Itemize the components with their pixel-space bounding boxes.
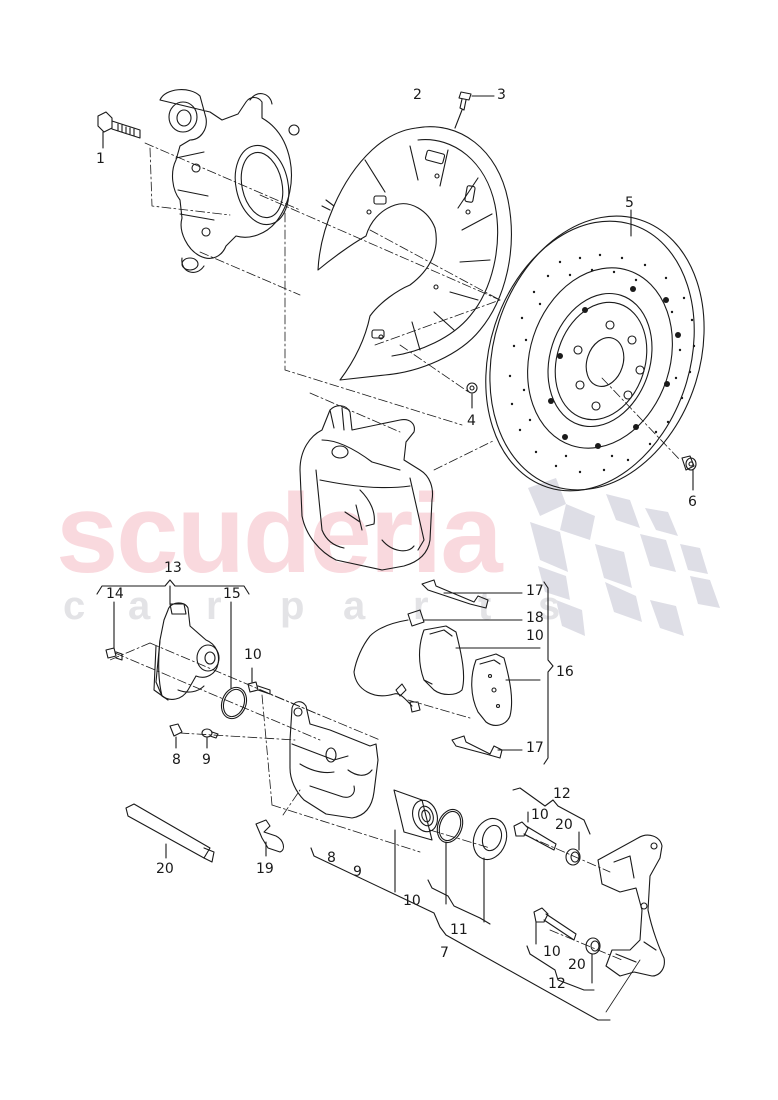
bleeder-valve <box>201 728 219 749</box>
bleeder-cap <box>169 723 183 749</box>
callout-16[interactable]: 16 <box>556 664 574 680</box>
hex-bolt-1 <box>97 111 141 149</box>
brake-pad-inner <box>418 625 541 696</box>
brake-caliper <box>289 701 379 819</box>
brake-dust-shield <box>317 126 512 381</box>
callout-12[interactable]: 12 <box>553 786 571 802</box>
shield-nut <box>466 382 478 409</box>
caliper-assembly-upper <box>299 405 434 571</box>
callout-9[interactable]: 9 <box>202 752 211 768</box>
callout-2[interactable]: 2 <box>413 87 422 103</box>
watermark-letter: r <box>206 584 222 628</box>
drill-holes <box>508 253 696 474</box>
callout-10[interactable]: 10 <box>244 647 262 663</box>
callout-6[interactable]: 6 <box>688 494 697 510</box>
callout-13[interactable]: 13 <box>164 560 182 576</box>
bracket-13 <box>96 579 250 595</box>
screw-10a <box>247 667 271 695</box>
assembly-lines <box>109 142 681 961</box>
brake-pad-outer <box>471 653 541 726</box>
piston-dust-boot <box>472 817 508 923</box>
watermark-letter: c <box>63 584 86 628</box>
watermark-letter: a <box>128 584 151 628</box>
watermark-letter: a <box>343 584 366 628</box>
callout-17[interactable]: 17 <box>526 583 544 599</box>
grease-tube <box>125 803 215 863</box>
bracket-12-lower <box>526 945 595 991</box>
callout-20[interactable]: 20 <box>156 861 174 877</box>
bracket-12-upper <box>512 787 591 835</box>
callout-10[interactable]: 10 <box>526 628 544 644</box>
caliper-carrier <box>597 834 665 977</box>
callout-20[interactable]: 20 <box>568 957 586 973</box>
caliper-piston <box>393 789 438 893</box>
callout-19[interactable]: 19 <box>256 861 274 877</box>
callout-10[interactable]: 10 <box>531 807 549 823</box>
watermark-letter: r <box>413 584 429 628</box>
callout-11[interactable]: 11 <box>450 922 468 938</box>
bracket-7 <box>310 847 611 1021</box>
callout-12[interactable]: 12 <box>548 976 566 992</box>
bracket-11 <box>427 879 491 925</box>
callout-15[interactable]: 15 <box>223 586 241 602</box>
pad-retaining-spring-lower <box>451 735 523 759</box>
shield-screw <box>454 91 495 129</box>
caliper-spring-clip <box>255 819 285 857</box>
scuderia-watermark: scuderia <box>56 471 503 596</box>
o-ring <box>220 601 248 720</box>
watermark-letter: s <box>538 584 561 628</box>
piston-seal-ring <box>436 808 464 905</box>
motor-screw <box>105 601 123 661</box>
callout-3[interactable]: 3 <box>497 87 506 103</box>
callout-7[interactable]: 7 <box>440 945 449 961</box>
callout-8[interactable]: 8 <box>172 752 181 768</box>
callout-8[interactable]: 8 <box>327 850 336 866</box>
pad-retaining-spring-upper <box>421 579 523 609</box>
callout-4[interactable]: 4 <box>467 413 476 429</box>
guide-bushing-upper <box>565 831 581 866</box>
wear-sensor <box>353 609 523 713</box>
watermark-letter: t <box>478 584 492 628</box>
guide-bushing-lower <box>585 937 601 984</box>
bracket-16 <box>543 581 554 765</box>
parking-brake-motor <box>153 602 220 701</box>
callout-1[interactable]: 1 <box>96 151 105 167</box>
callout-20[interactable]: 20 <box>555 817 573 833</box>
callout-10[interactable]: 10 <box>543 944 561 960</box>
watermark-letter: p <box>280 584 305 628</box>
guide-pin-lower <box>533 907 577 945</box>
callout-14[interactable]: 14 <box>106 586 124 602</box>
callout-18[interactable]: 18 <box>526 610 544 626</box>
disc-screw <box>681 455 697 491</box>
callout-17[interactable]: 17 <box>526 740 544 756</box>
callout-9[interactable]: 9 <box>353 864 362 880</box>
guide-pin-upper <box>513 811 557 851</box>
callout-10[interactable]: 10 <box>403 893 421 909</box>
ceramic-brake-disc <box>485 209 705 492</box>
wheel-bearing-housing <box>159 89 300 273</box>
callout-5[interactable]: 5 <box>625 195 634 211</box>
